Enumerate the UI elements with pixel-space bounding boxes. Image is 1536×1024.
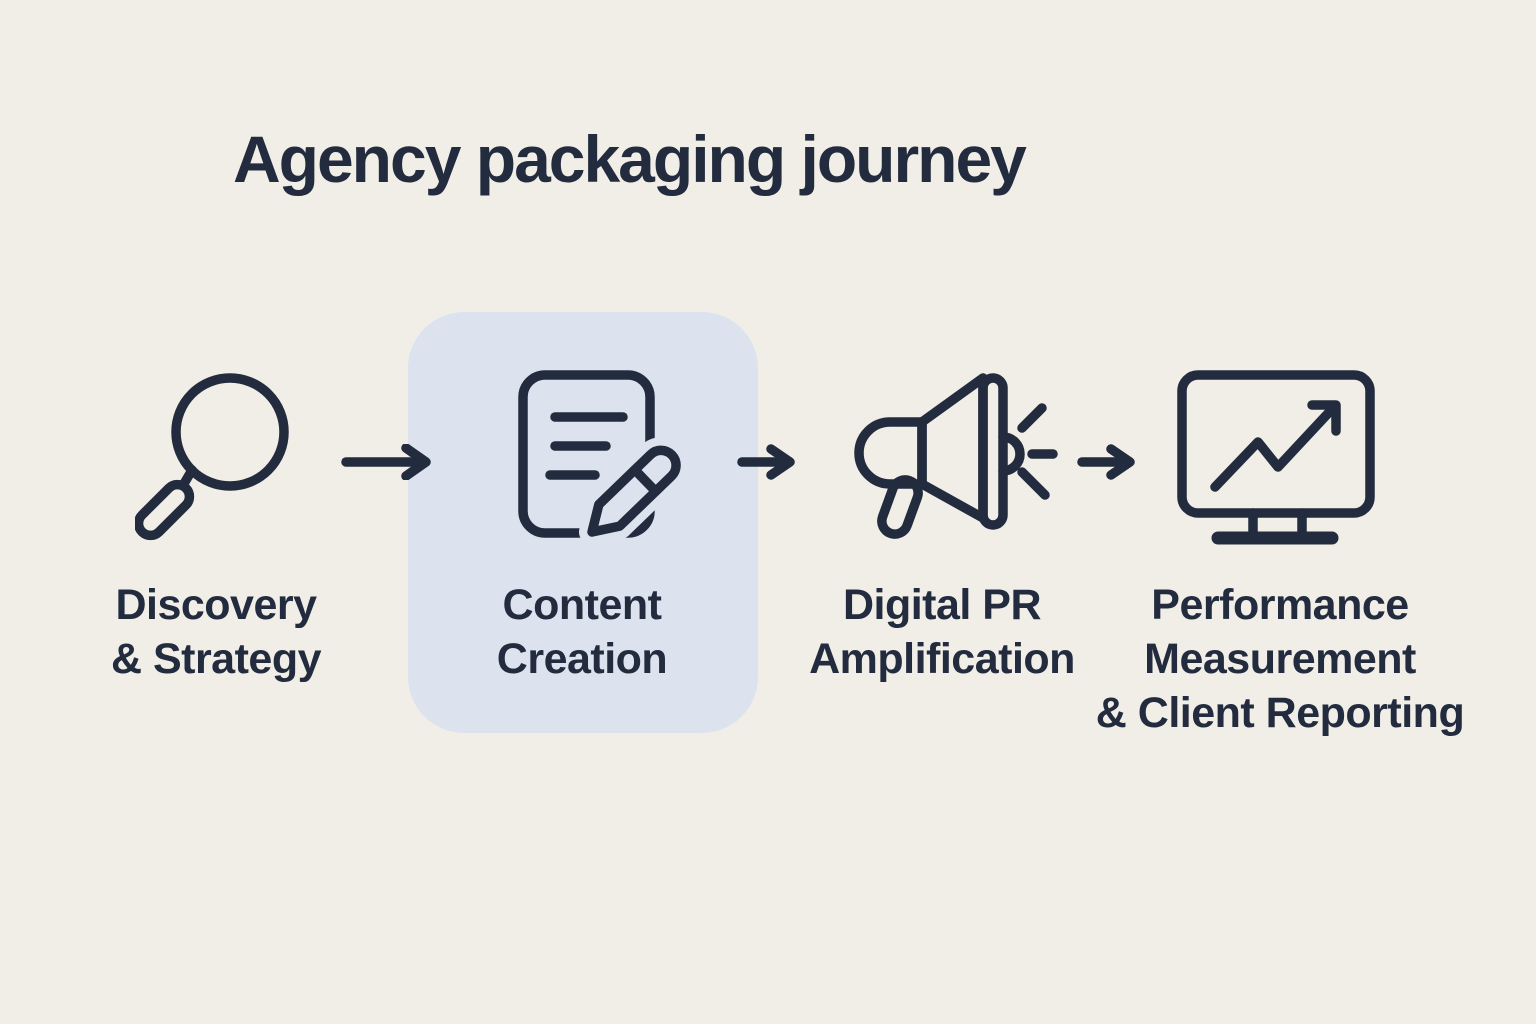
document-pencil-icon	[518, 370, 690, 545]
magnifier-lens	[171, 373, 289, 491]
megaphone-handle	[877, 475, 923, 539]
magnifier-handle	[135, 479, 195, 541]
pencil-eraser-band	[630, 465, 661, 497]
stage-label-line: Creation	[496, 635, 668, 683]
trend-line	[1210, 402, 1339, 492]
stage-label-line: Measurement	[1144, 635, 1416, 683]
stage-label-discovery-strategy: Discovery & Strategy	[46, 578, 386, 686]
megaphone-icon	[854, 373, 1058, 539]
megaphone-cone	[917, 373, 988, 523]
arrow-right-icon	[341, 444, 431, 480]
stage-label-line: & Client Reporting	[1095, 689, 1465, 737]
magnifier-neck	[180, 465, 197, 487]
page-title: Agency packaging journey	[233, 122, 1027, 196]
megaphone-knob	[998, 432, 1025, 476]
stage-label-performance-reporting: Performance Measurement & Client Reporti…	[1095, 578, 1465, 740]
monitor-chart-icon	[1177, 370, 1375, 545]
sound-wave-line	[1017, 403, 1047, 433]
stage-label-line: Performance	[1151, 581, 1409, 629]
stage-label-line: Discovery	[115, 581, 317, 629]
megaphone-bell	[978, 373, 1008, 530]
megaphone-mouthpiece	[854, 417, 927, 489]
stage-label-digital-pr: Digital PR Amplification	[772, 578, 1112, 686]
magnifier-icon	[135, 373, 289, 541]
arrow-head	[766, 444, 795, 480]
arrow-head	[401, 444, 431, 480]
stage-label-line: Amplification	[809, 635, 1075, 683]
sound-wave-line	[1017, 467, 1050, 500]
stage-label-line: Content	[502, 581, 662, 629]
monitor-screen	[1177, 370, 1375, 518]
stage-label-line: & Strategy	[110, 635, 322, 683]
arrow-right-icon	[737, 444, 795, 480]
stage-label-line: Digital PR	[842, 581, 1042, 629]
stage-label-content-creation: Content Creation	[412, 578, 752, 686]
arrow-right-icon	[1077, 444, 1135, 480]
arrow-head	[1106, 444, 1135, 480]
trend-arrow-head	[1307, 400, 1341, 436]
pencil	[579, 437, 690, 545]
